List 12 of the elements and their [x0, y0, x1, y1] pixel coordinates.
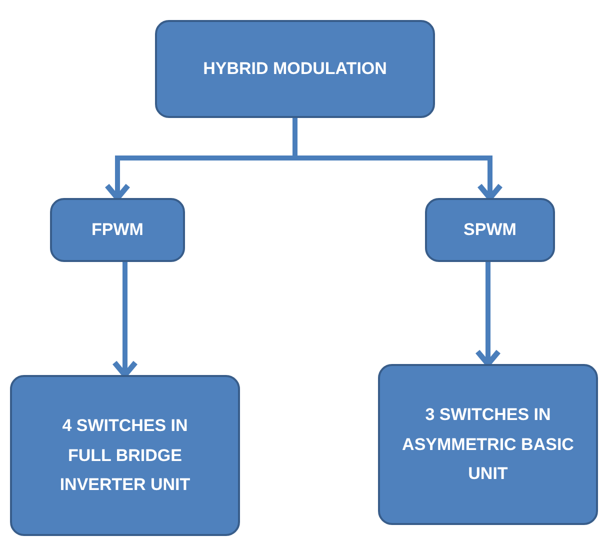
node-label: FPWM	[92, 219, 144, 242]
process-box	[50, 198, 185, 262]
node-label: HYBRID MODULATION	[203, 58, 387, 80]
process-box	[10, 375, 240, 536]
process-box	[155, 20, 435, 118]
process-box	[425, 198, 555, 262]
process-box	[378, 364, 598, 525]
node-label: 4 SWITCHES IN FULL BRIDGE INVERTER UNIT	[58, 414, 192, 496]
node-label: SPWM	[464, 219, 516, 242]
arrow	[474, 262, 502, 367]
arrow	[112, 262, 138, 378]
node-label: 3 SWITCHES IN ASYMMETRIC BASIC UNIT	[401, 404, 575, 486]
